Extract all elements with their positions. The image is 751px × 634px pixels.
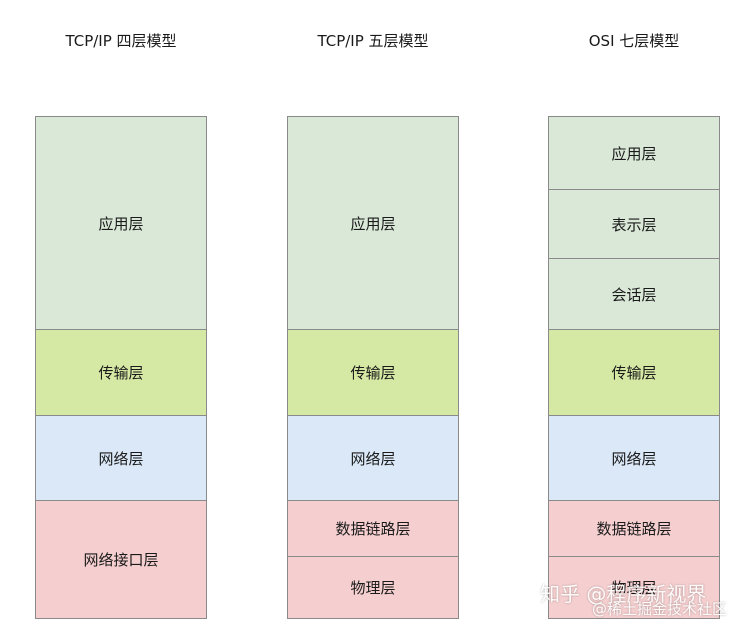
layer-label: 网络接口层 [83, 551, 159, 569]
layer-label: 网络层 [611, 449, 657, 468]
layer-label: 传输层 [350, 364, 396, 382]
tcpip-5-layer-stack: 应用层 传输层 网络层 数据链路层 物理层 [287, 116, 459, 619]
layer-data-link: 数据链路层 [548, 500, 720, 557]
watermark-zhihu: 知乎 @程序新视界 [540, 582, 707, 606]
layer-presentation: 表示层 [548, 189, 720, 259]
model-title-tcpip-5: TCP/IP 五层模型 [317, 32, 429, 50]
tcpip-4-layer-stack: 应用层 传输层 网络层 网络接口层 [35, 116, 207, 619]
layer-application: 应用层 [35, 116, 207, 330]
watermark-juejin: @稀土掘金技术社区 [592, 600, 728, 618]
layer-network: 网络层 [35, 415, 207, 501]
layer-label: 会话层 [611, 285, 657, 304]
layer-label: 应用层 [98, 214, 144, 233]
layer-label: 传输层 [611, 364, 657, 382]
model-title-tcpip-4: TCP/IP 四层模型 [65, 32, 177, 50]
layer-label: 物理层 [611, 579, 657, 597]
layer-transport: 传输层 [287, 329, 459, 416]
layer-label: 物理层 [350, 579, 396, 597]
layer-label: 传输层 [98, 364, 144, 382]
layer-transport: 传输层 [35, 329, 207, 416]
layer-label: 应用层 [611, 144, 657, 163]
layer-application: 应用层 [287, 116, 459, 330]
layer-physical: 物理层 [287, 556, 459, 619]
osi-7-layer-stack: 应用层 表示层 会话层 传输层 网络层 数据链路层 物理层 [548, 116, 720, 619]
layer-label: 网络层 [98, 449, 144, 468]
layer-network: 网络层 [548, 415, 720, 501]
layer-label: 网络层 [350, 449, 396, 468]
layer-network: 网络层 [287, 415, 459, 501]
layer-transport: 传输层 [548, 329, 720, 416]
layer-physical: 物理层 [548, 556, 720, 619]
layer-data-link: 数据链路层 [287, 500, 459, 557]
layer-label: 数据链路层 [335, 520, 411, 538]
layer-application: 应用层 [548, 116, 720, 190]
layer-network-interface: 网络接口层 [35, 500, 207, 619]
layer-label: 表示层 [611, 215, 657, 234]
layer-session: 会话层 [548, 258, 720, 330]
layer-label: 应用层 [350, 214, 396, 233]
model-title-osi-7: OSI 七层模型 [588, 32, 680, 50]
layer-label: 数据链路层 [596, 520, 672, 538]
